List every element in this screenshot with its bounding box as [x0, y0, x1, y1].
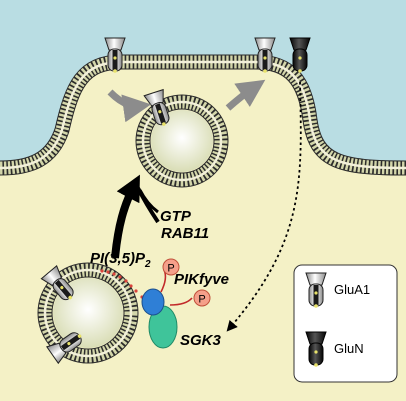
recycling-arrow	[225, 79, 266, 111]
svg-text:P: P	[167, 263, 174, 275]
glun-trafficking-arrow	[226, 81, 302, 332]
phosphorylation-arrow	[169, 297, 193, 306]
gtp-label: GTP	[160, 208, 192, 225]
phospho-group-icon: P	[162, 258, 180, 276]
svg-text:P: P	[198, 294, 205, 306]
pi35p2-label: PI(3,5)P2	[90, 250, 151, 270]
legend-glun-label: GluN	[334, 341, 364, 356]
recycling-endosome	[135, 94, 229, 188]
gtp-activation-arrow	[138, 189, 159, 214]
rab11-label: RAB11	[161, 225, 209, 242]
pikfyve-label: PIKfyve	[174, 271, 229, 288]
legend-glua1-label: GluA1	[334, 282, 370, 297]
phospho-group-icon: P	[193, 289, 211, 307]
plasma-membrane	[0, 54, 406, 176]
sgk3-label: SGK3	[180, 332, 222, 349]
pi35p2-activation-arrow	[111, 174, 140, 259]
pikfyve-protein	[141, 288, 165, 316]
endocytosis-arrow	[107, 89, 152, 123]
legend: GluA1 GluN	[293, 264, 398, 383]
